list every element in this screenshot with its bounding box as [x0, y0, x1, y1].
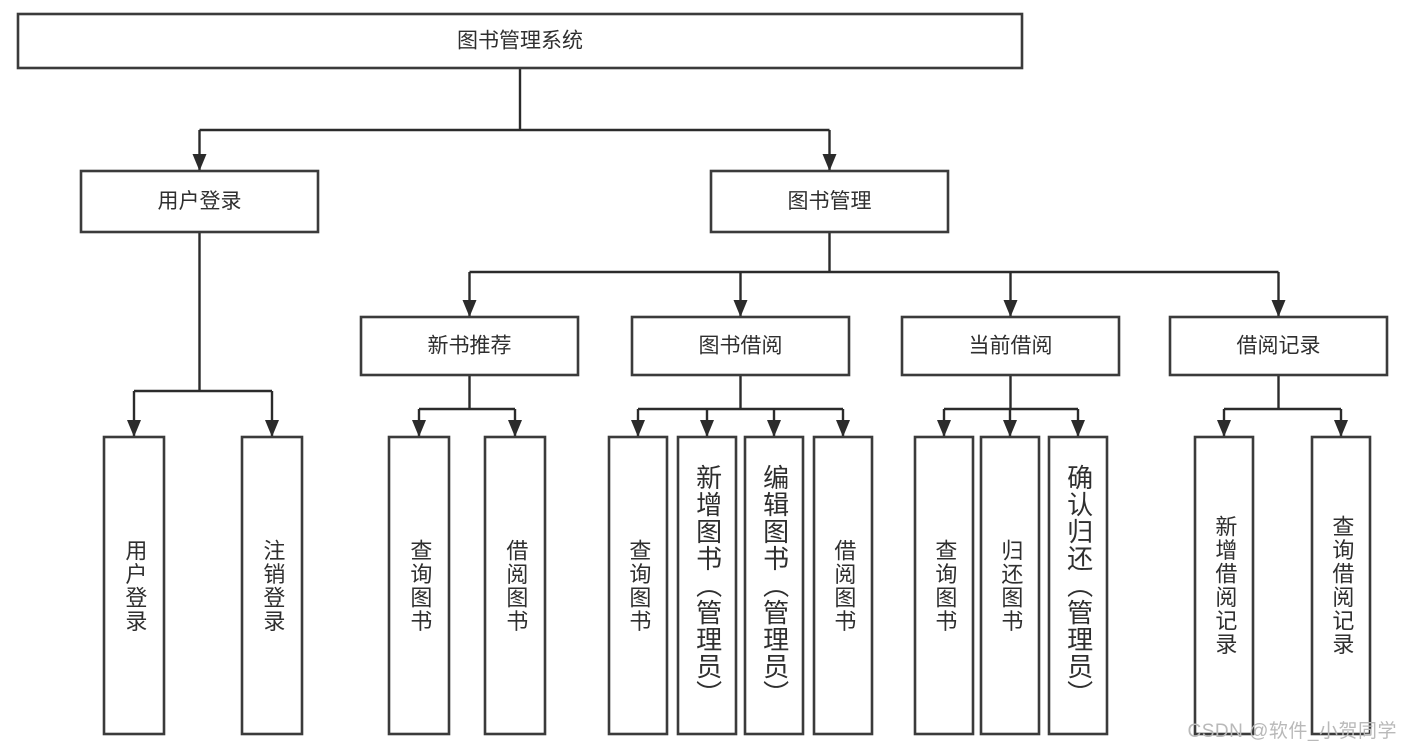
arrow-head-icon	[700, 420, 714, 437]
node-leaf-query-book-borrow[interactable]	[607, 435, 669, 736]
arrow-head-icon	[192, 154, 207, 171]
connectors-layer	[127, 68, 1348, 437]
node-current-borrow-label: 当前借阅	[969, 335, 1053, 358]
arrow-head-icon	[767, 420, 781, 437]
node-leaf-add-record[interactable]	[1193, 435, 1255, 736]
node-current-borrow[interactable]	[900, 315, 1121, 377]
node-user-login-label: 用户登录	[158, 190, 242, 213]
arrow-head-icon	[1003, 300, 1018, 317]
node-leaf-query-record[interactable]	[1310, 435, 1372, 736]
arrow-head-icon	[1003, 420, 1017, 437]
node-leaf-add-book[interactable]	[676, 435, 738, 736]
node-leaf-return-book[interactable]	[979, 435, 1041, 736]
watermark-text: CSDN @软件_小贺同学	[1187, 721, 1397, 742]
node-borrow-record-label: 借阅记录	[1237, 335, 1321, 358]
node-root-label: 图书管理系统	[457, 30, 583, 53]
node-leaf-query-book-rec[interactable]	[387, 435, 451, 736]
arrow-head-icon	[822, 154, 837, 171]
boxes-layer	[16, 12, 1389, 736]
arrow-head-icon	[1271, 300, 1286, 317]
arrow-head-icon	[1071, 420, 1085, 437]
arrow-head-icon	[937, 420, 951, 437]
node-leaf-user-login[interactable]	[102, 435, 166, 736]
arrow-head-icon	[1334, 420, 1348, 437]
node-user-login[interactable]	[79, 169, 320, 234]
node-borrow-record[interactable]	[1168, 315, 1389, 377]
node-leaf-confirm-return[interactable]	[1047, 435, 1109, 736]
node-new-book-rec-label: 新书推荐	[428, 335, 512, 358]
node-new-book-rec[interactable]	[359, 315, 580, 377]
node-book-manage[interactable]	[709, 169, 950, 234]
node-book-borrow[interactable]	[630, 315, 851, 377]
arrow-head-icon	[836, 420, 850, 437]
node-leaf-borrow-book[interactable]	[812, 435, 874, 736]
node-leaf-edit-book[interactable]	[743, 435, 805, 736]
node-book-borrow-label: 图书借阅	[699, 335, 783, 358]
node-leaf-logout[interactable]	[240, 435, 304, 736]
arrow-head-icon	[508, 420, 522, 437]
arrow-head-icon	[265, 420, 279, 437]
node-leaf-query-book-cur[interactable]	[913, 435, 975, 736]
arrow-head-icon	[1217, 420, 1231, 437]
arrow-head-icon	[733, 300, 748, 317]
node-root[interactable]	[16, 12, 1024, 70]
node-book-manage-label: 图书管理	[788, 190, 872, 213]
arrow-head-icon	[462, 300, 477, 317]
arrow-head-icon	[412, 420, 426, 437]
node-leaf-borrow-book-rec[interactable]	[483, 435, 547, 736]
arrow-head-icon	[127, 420, 141, 437]
arrow-head-icon	[631, 420, 645, 437]
